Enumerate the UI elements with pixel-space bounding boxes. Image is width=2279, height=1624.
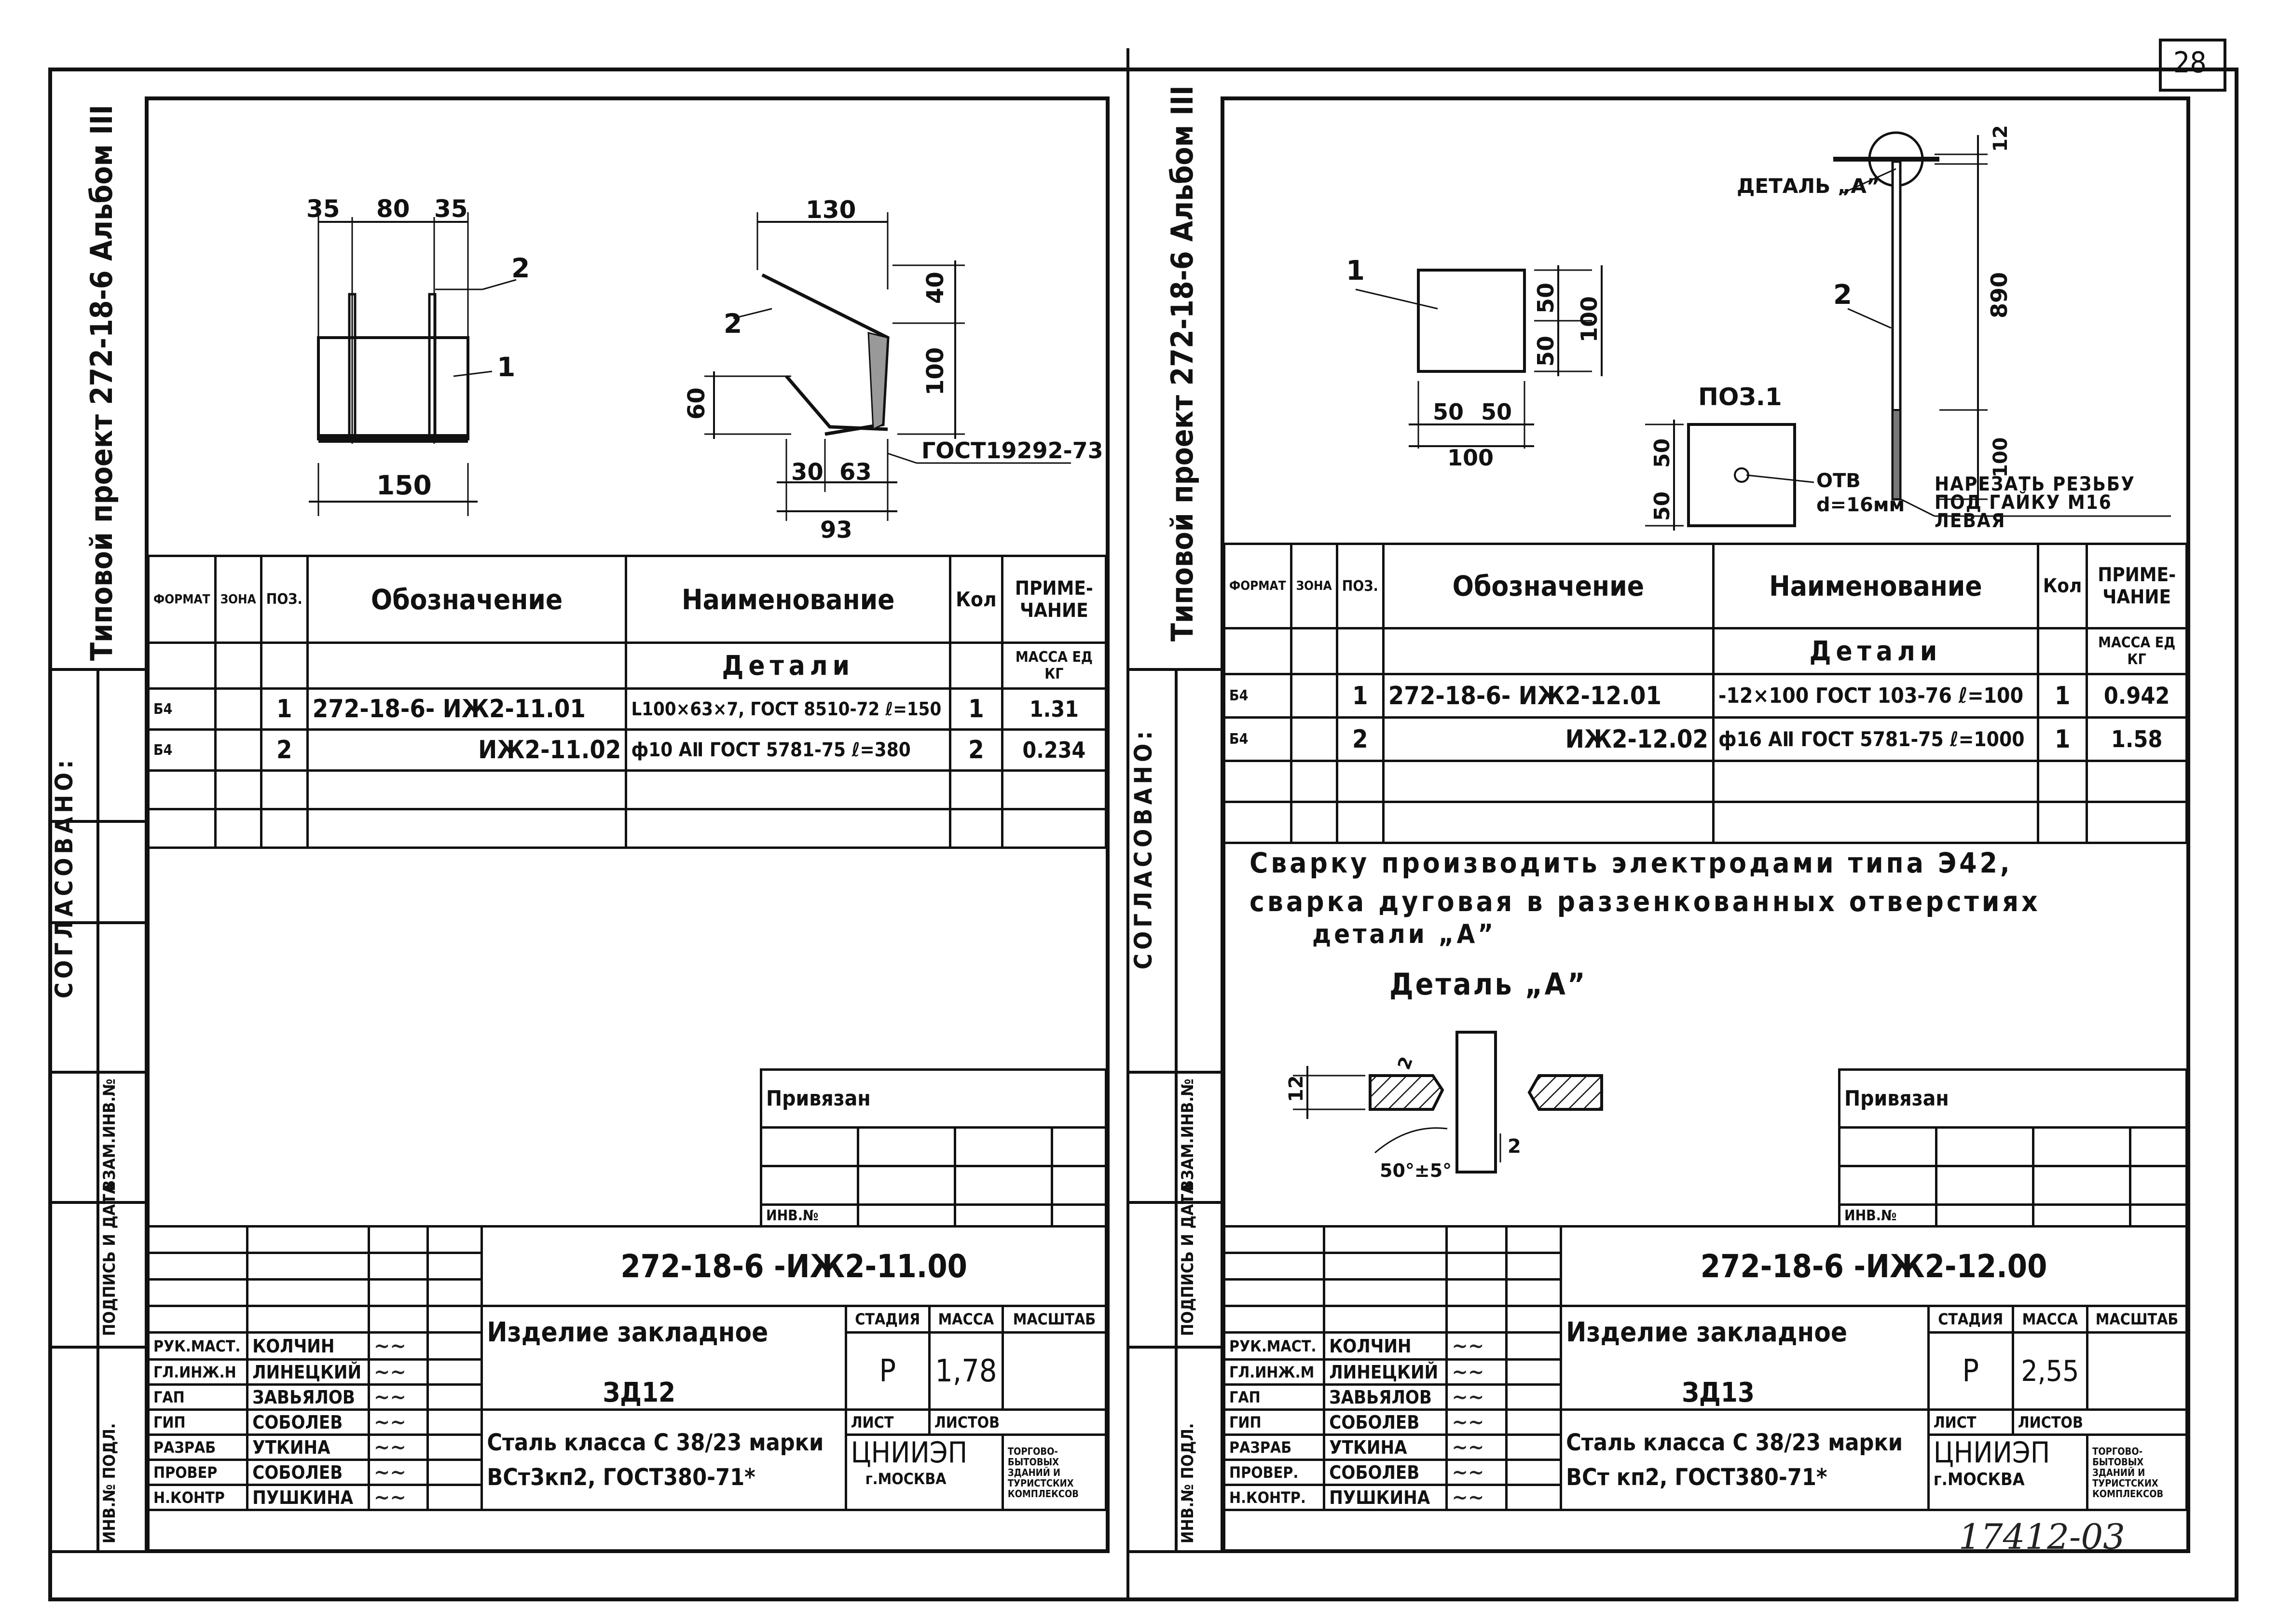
dim-93: 93 [820, 517, 852, 544]
right-drawing-bar: ДЕТАЛЬ „А” 2 12 890 100 [1737, 125, 2171, 517]
dim-130: 130 [806, 196, 856, 224]
mass-unit: МАССА ЕД КГ [1001, 641, 1108, 690]
dim-60: 60 [683, 387, 710, 420]
svg-text:ОТВ: ОТВ [1816, 470, 1861, 492]
right-soglasovano: СОГЛАСОВАНО: [1129, 727, 1157, 969]
left-title1: Изделие закладное [487, 1317, 769, 1348]
svg-text:50: 50 [1481, 399, 1512, 425]
hdr-poz: ПОЗ. [260, 555, 309, 644]
svg-text:50: 50 [1533, 283, 1559, 314]
svg-text:50: 50 [1650, 438, 1675, 468]
staff-row: РУК.МАСТ.КОЛЧИН~~ Р 2,55 [1222, 1331, 2188, 1411]
svg-text:ДЕТАЛЬ „А”: ДЕТАЛЬ „А” [1737, 174, 1880, 198]
svg-text:100: 100 [1576, 296, 1602, 342]
right-podpis: ПОДПИСЬ И ДАТА [1178, 1182, 1197, 1336]
svg-text:12: 12 [1990, 125, 2012, 152]
hdr-format: ФОРМАТ [147, 555, 217, 644]
right-material: Сталь класса С 38/23 марки ВСт кп2, ГОСТ… [1560, 1408, 1930, 1511]
staff-row: ПРОВЕР.СОБОЛЕВ~~ [1222, 1459, 2187, 1486]
table-row: Б4 2 ИЖ2-12.02 ф16 АⅡ ГОСТ 5781-75 ℓ=100… [1223, 716, 2188, 762]
right-spec-table: ФОРМАТ ЗОНА ПОЗ. Обозначение Наименовани… [1223, 543, 2188, 844]
svg-text:12: 12 [1285, 1075, 1307, 1102]
svg-text:2: 2 [1394, 1054, 1417, 1073]
dim-30: 30 [791, 459, 824, 486]
svg-text:50: 50 [1650, 491, 1675, 521]
left-inv-podl: ИНВ.№ ПОДЛ. [100, 1423, 119, 1543]
right-drawing-poz1: ПОЗ.1 50 50 ОТВ d=16мм [1645, 383, 1905, 531]
svg-text:2: 2 [1833, 279, 1852, 311]
gost-angle: ГОСТ19292-73 [921, 437, 1103, 464]
pos-1: 1 [497, 352, 515, 382]
hdr-naim: Наименование [625, 555, 952, 644]
svg-text:50: 50 [1533, 336, 1559, 367]
svg-text:d=16мм: d=16мм [1816, 494, 1905, 516]
dim-40: 40 [922, 272, 949, 304]
left-doc-code: 272-18-6 -ИЖ2-11.00 [481, 1225, 1107, 1307]
dim-35b: 35 [434, 195, 468, 223]
right-privyazan-box: Привязан ИНВ.№ [1838, 1068, 2188, 1228]
table-row: Б4 1 272-18-6- ИЖ2-11.01 L100×63×7, ГОСТ… [147, 687, 1108, 731]
left-vertical-title: Типовой проект 272-18-6 Альбом III [84, 105, 119, 661]
pos-2: 2 [511, 253, 530, 284]
right-vzam: ВЗАМ.ИНВ.№ [1178, 1078, 1197, 1191]
left-drawing-angle: 130 2 40 100 60 30 63 93 ГОСТ19292-73 [683, 196, 1103, 544]
svg-text:1: 1 [1346, 255, 1365, 287]
left-podpis: ПОДПИСЬ И ДАТА [100, 1182, 119, 1336]
dim-80: 80 [376, 195, 410, 223]
page-number: 28 [2173, 46, 2207, 80]
right-doc-code: 272-18-6 -ИЖ2-12.00 [1560, 1225, 2188, 1307]
svg-text:50°±5°: 50°±5° [1380, 1160, 1452, 1181]
table-row: Б4 1 272-18-6- ИЖ2-12.01 -12×100 ГОСТ 10… [1223, 673, 2188, 719]
dim-150: 150 [376, 470, 432, 501]
page-number-box [2159, 39, 2226, 92]
svg-text:2: 2 [1508, 1135, 1521, 1158]
dim-100: 100 [922, 347, 949, 396]
dim-63: 63 [839, 459, 872, 486]
staff-row: РУК.МАСТ.КОЛЧИН~~ Р 1,78 [147, 1331, 1108, 1411]
right-inv-podl: ИНВ.№ ПОДЛ. [1178, 1423, 1197, 1543]
left-drawing-plate-studs: 35 80 35 2 1 150 [306, 195, 530, 516]
pos-2b: 2 [724, 308, 742, 339]
right-drawing-plate: 1 50 50 100 50 50 100 [1346, 255, 1603, 471]
svg-text:100: 100 [1990, 437, 2012, 478]
detail-a-drawing: 12 2 2 50°±5° [1285, 1031, 1603, 1181]
left-spec-table: ФОРМАТ ЗОНА ПОЗ. Обозначение Наименовани… [147, 555, 1108, 849]
svg-text:100: 100 [1447, 445, 1494, 471]
staff-row: Н.КОНТР.ПУШКИНА~~ [1222, 1484, 2187, 1511]
table-row: Б4 2 ИЖ2-11.02 ф10 АⅡ ГОСТ 5781-75 ℓ=380… [147, 728, 1108, 772]
left-material: Сталь класса С 38/23 марки ВСт3кп2, ГОСТ… [481, 1408, 847, 1511]
right-title-block: 272-18-6 -ИЖ2-12.00 Изделие закладное ЗД… [1222, 1225, 2188, 1511]
svg-text:890: 890 [1986, 272, 2012, 318]
weld-note-2: сварка дуговая в раззенкованных отверсти… [1249, 885, 2041, 918]
hdr-kol: Кол [949, 555, 1003, 644]
svg-text:ПОЗ.1: ПОЗ.1 [1698, 383, 1782, 411]
section-details: Детали [625, 641, 952, 690]
hdr-prim: ПРИМЕ-ЧАНИЕ [1001, 555, 1108, 644]
left-vzam: ВЗАМ.ИНВ.№ [100, 1078, 119, 1191]
dim-35a: 35 [306, 195, 340, 223]
left-privyazan-box: Привязан ИНВ.№ [760, 1068, 1107, 1228]
right-vertical-title: Типовой проект 272-18-6 Альбом III [1165, 85, 1200, 641]
left-title2: ЗД12 [603, 1377, 676, 1408]
detail-a-title: Деталь „А” [1389, 967, 1587, 1002]
weld-note-1: Сварку производить электродами типа Э42, [1249, 846, 2013, 879]
thread-note: НАРЕЗАТЬ РЕЗЬБУ ПОД ГАЙКУ М16 ЛЕВАЯ [1935, 473, 2135, 532]
left-soglasovano: СОГЛАСОВАНО: [50, 756, 78, 998]
svg-text:50: 50 [1433, 399, 1464, 425]
bottom-number: 17412-03 [1959, 1516, 2125, 1557]
left-title-block: 272-18-6 -ИЖ2-11.00 Изделие закладное ЗД… [147, 1225, 1108, 1511]
hdr-oboz: Обозначение [306, 555, 628, 644]
weld-note-3: детали „А” [1312, 919, 1496, 949]
hdr-zona: ЗОНА [214, 555, 262, 644]
